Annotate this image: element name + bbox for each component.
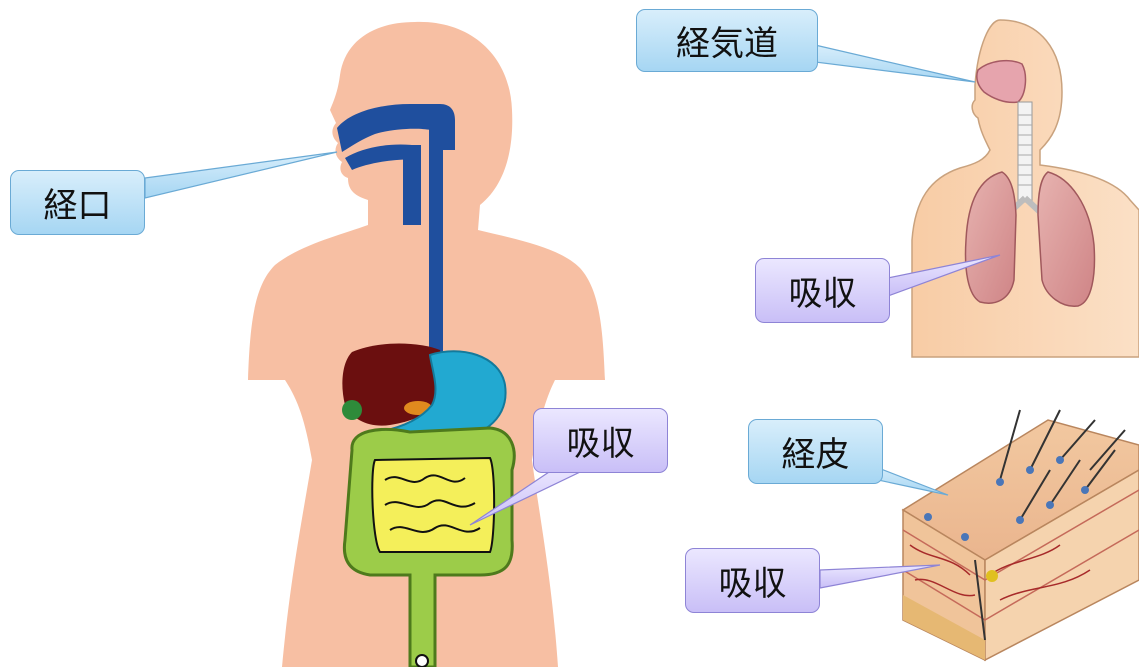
callout-oral: 経口: [10, 170, 145, 235]
esophagus-junction: [403, 200, 421, 225]
callout-absorption-gut: 吸収: [533, 408, 668, 473]
pointer-oral: [145, 152, 337, 198]
label-absorption-lung: 吸収: [789, 266, 857, 315]
callout-inhalation: 経気道: [636, 9, 818, 72]
pointer-inhalation: [815, 45, 975, 82]
gallbladder: [342, 400, 362, 420]
label-oral: 経口: [44, 178, 112, 227]
label-absorption-skin: 吸収: [719, 556, 787, 605]
callout-absorption-skin: 吸収: [685, 548, 820, 613]
callout-absorption-lung: 吸収: [755, 258, 890, 323]
anus: [416, 655, 428, 667]
respiratory-figure: [912, 20, 1139, 357]
label-absorption-gut: 吸収: [567, 416, 635, 465]
sebaceous-gland: [986, 570, 998, 582]
label-dermal: 経皮: [782, 427, 850, 476]
skin-cross-section: [903, 410, 1139, 660]
small-intestine: [372, 458, 494, 552]
human-body-figure: [248, 22, 605, 667]
trachea: [1018, 102, 1032, 202]
callout-dermal: 経皮: [748, 419, 883, 484]
label-inhalation: 経気道: [676, 16, 778, 65]
esophagus-lower: [429, 120, 443, 360]
